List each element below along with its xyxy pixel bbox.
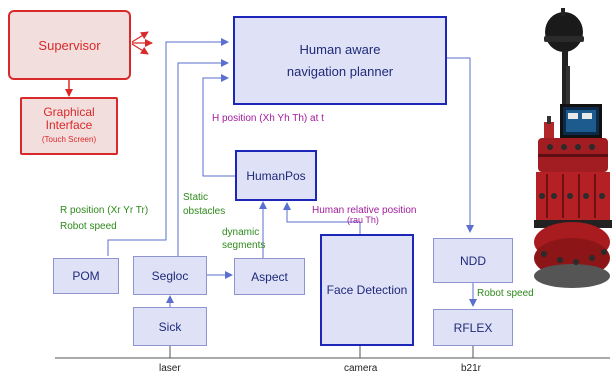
navigation-planner-node: Human aware navigation planner (233, 16, 447, 105)
rflex-node: RFLEX (433, 309, 513, 346)
edge-humanpos-planner (202, 74, 235, 177)
dynamic-segments-label-1: dynamic (222, 227, 260, 238)
edge-face-humanpos (283, 202, 361, 234)
ndd-label: NDD (460, 253, 486, 268)
sick-label: Sick (158, 319, 182, 334)
graphical-interface-node: Graphical Interface (Touch Screen) (20, 97, 118, 155)
planner-label-line1: Human aware (299, 41, 381, 57)
supervisor-node: Supervisor (8, 10, 131, 80)
segloc-label: Segloc (151, 268, 189, 283)
face-detection-node: Face Detection (320, 234, 414, 346)
b21r-label: b21r (461, 363, 482, 374)
face-detection-label: Face Detection (326, 283, 408, 297)
humanpos-label: HumanPos (246, 168, 306, 183)
supervisor-signal-arrows (131, 31, 153, 55)
edge-segloc-planner (177, 59, 229, 256)
graphical-interface-label: Graphical Interface (43, 105, 95, 132)
dynamic-segments-label-2: segments (222, 240, 266, 251)
robot-photo (534, 8, 612, 288)
human-relative-label-2: (rau Th) (347, 215, 379, 225)
touch-screen-label: (Touch Screen) (41, 135, 97, 144)
human-relative-label-1: Human relative position (312, 205, 417, 216)
camera-label: camera (344, 363, 378, 374)
planner-label-line2: navigation planner (286, 63, 394, 79)
pom-node: POM (53, 258, 119, 294)
static-obstacles-label-1: Static (183, 192, 209, 203)
ndd-node: NDD (433, 238, 513, 283)
segloc-node: Segloc (133, 256, 207, 295)
rflex-label: RFLEX (453, 320, 493, 335)
static-obstacles-label-2: obstacles (183, 206, 226, 217)
laser-label: laser (159, 363, 181, 374)
aspect-label: Aspect (251, 269, 288, 284)
humanpos-node: HumanPos (235, 150, 317, 201)
robot-speed-left-label: Robot speed (60, 221, 117, 232)
h-position-label: H position (Xh Yh Th) at t (212, 113, 324, 124)
edge-planner-ndd (447, 57, 474, 233)
aspect-node: Aspect (234, 258, 305, 295)
supervisor-label: Supervisor (38, 37, 101, 53)
edge-pom-planner (107, 38, 229, 256)
r-position-label: R position (Xr Yr Tr) (60, 205, 149, 216)
robot-speed-right-label: Robot speed (477, 288, 534, 299)
sick-node: Sick (133, 307, 207, 346)
pom-label: POM (72, 269, 100, 283)
